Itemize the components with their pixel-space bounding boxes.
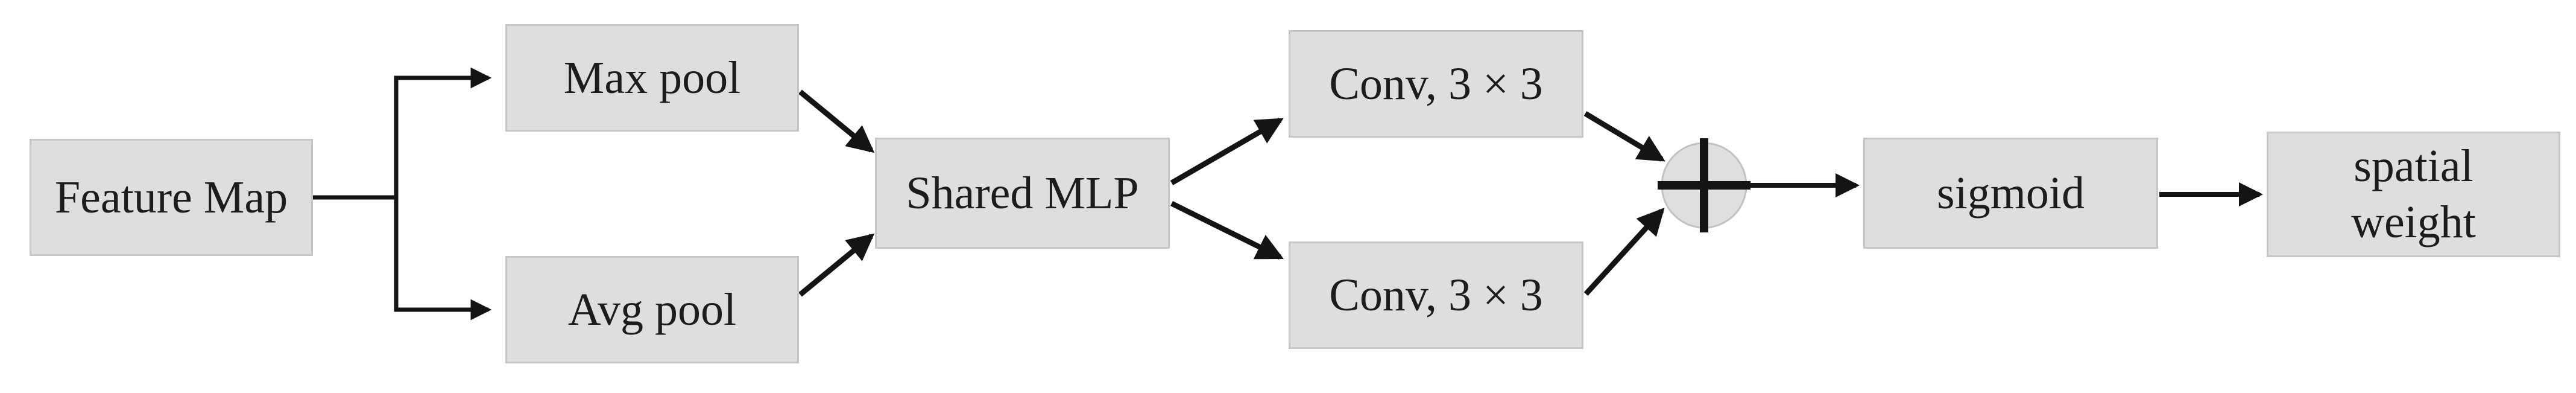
sigmoid-label: sigmoid [1937, 167, 2085, 219]
conv-3x3-bottom-node: Conv, 3 × 3 [1289, 241, 1583, 349]
shared-mlp-label: Shared MLP [906, 167, 1139, 219]
feature-map-node: Feature Map [30, 139, 313, 256]
edge-featuremap-to-maxpool [313, 67, 492, 200]
edge-avgpool-to-sharedmlp [798, 233, 875, 297]
max-pool-node: Max pool [505, 24, 799, 132]
conv-3x3-bottom-label: Conv, 3 × 3 [1329, 269, 1543, 321]
max-pool-label: Max pool [563, 52, 741, 103]
spatial-weight-label-line1: spatial [2353, 141, 2473, 192]
feature-map-label: Feature Map [54, 171, 288, 223]
spatial-weight-node: spatial weight [2267, 132, 2560, 257]
spatial-weight-label-line2: weight [2351, 197, 2476, 248]
edge-maxpool-to-sharedmlp [798, 89, 875, 153]
conv-3x3-top-label: Conv, 3 × 3 [1329, 58, 1543, 109]
avg-pool-label: Avg pool [567, 284, 737, 335]
edge-conv-bottom-to-sum [1583, 208, 1665, 296]
edge-featuremap-to-avgpool [394, 197, 492, 321]
edge-sharedmlp-to-conv-bottom [1170, 200, 1284, 260]
edge-conv-top-to-sum [1583, 111, 1665, 162]
avg-pool-node: Avg pool [505, 256, 799, 363]
shared-mlp-node: Shared MLP [875, 138, 1170, 249]
edge-sharedmlp-to-conv-top [1170, 118, 1284, 185]
sigmoid-node: sigmoid [1863, 138, 2158, 249]
conv-3x3-top-node: Conv, 3 × 3 [1289, 30, 1583, 138]
sum-operator-icon [1658, 138, 1750, 232]
